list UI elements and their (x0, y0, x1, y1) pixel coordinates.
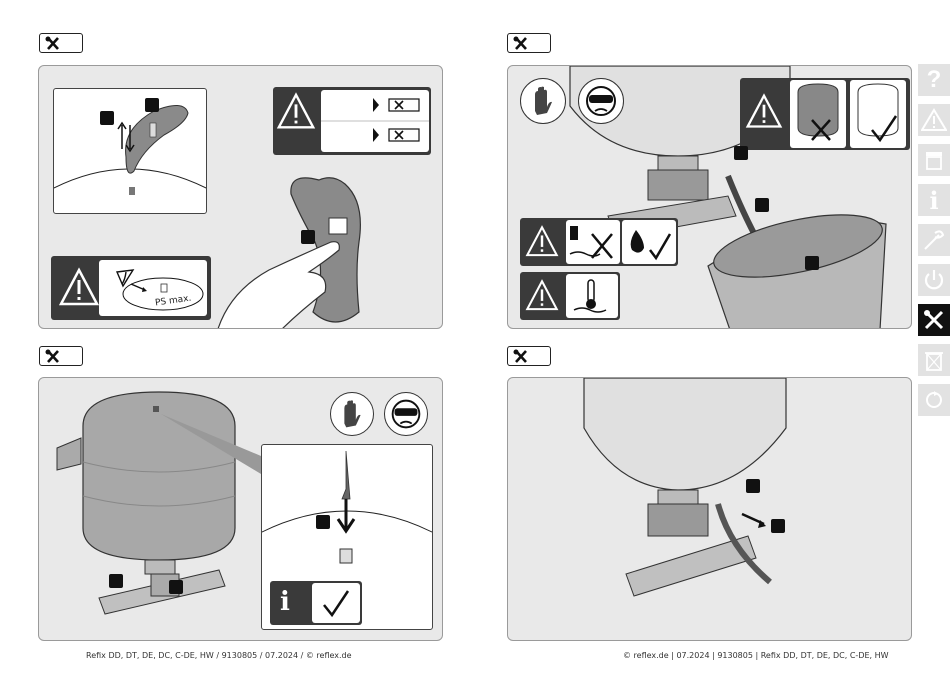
wrench-icon (922, 308, 946, 332)
recycle-icon (922, 388, 946, 412)
arrow-down-icon (338, 499, 354, 531)
side-tab-power[interactable] (918, 264, 950, 296)
gloves-icon (330, 392, 374, 436)
safety-goggles-icon (384, 392, 428, 436)
ps-max-illustration (99, 260, 207, 316)
check-icon (650, 234, 670, 258)
hose-disconnect-illustration (508, 378, 912, 641)
callout-3 (169, 580, 183, 594)
collect-water-correct (622, 220, 676, 264)
footer-right: © reflex.de | 07.2024 | 9130805 | Refix … (623, 651, 889, 660)
install-icon (921, 227, 947, 253)
side-tab-warning[interactable] (918, 104, 950, 136)
detail-valve-cap-removal: i (261, 444, 433, 630)
warning-icon (524, 278, 560, 314)
wrench-icon (512, 36, 548, 52)
maintenance-tag-bottom-right (507, 346, 551, 366)
callout-3 (301, 230, 315, 244)
question-icon: ? (927, 66, 942, 94)
warning-icon (275, 91, 317, 133)
panel-pressure-check: PS max. (38, 65, 443, 329)
wrench-icon (44, 36, 80, 52)
warning-icon (57, 266, 101, 310)
hand-with-gauge-illustration (209, 162, 443, 329)
maintenance-tag-top-left (39, 33, 83, 53)
callout-1 (316, 515, 330, 529)
warning-icon (524, 224, 560, 260)
arrow-right-icon (373, 128, 379, 142)
callout-1 (734, 146, 748, 160)
cross-icon (592, 234, 612, 258)
callout-3 (805, 256, 819, 270)
info-icon: i (929, 186, 938, 215)
power-icon (922, 268, 946, 292)
callout-1 (100, 111, 114, 125)
check-icon (324, 591, 348, 615)
callout-1 (746, 479, 760, 493)
warning-box-vessel-empty (740, 78, 910, 150)
panel-hose-disconnect (507, 377, 912, 641)
gauge-illustration (54, 89, 206, 213)
vessel-empty-correct (850, 80, 906, 148)
side-tab-install[interactable] (918, 224, 950, 256)
side-tab-disposal[interactable] (918, 344, 950, 376)
safety-goggles-icon (578, 78, 624, 124)
maintenance-tag-top-right (507, 33, 551, 53)
callout-2 (109, 574, 123, 588)
warning-icon (921, 108, 947, 132)
side-tab-vessel[interactable] (918, 144, 950, 176)
info-icon: i (280, 587, 290, 617)
warning-icon (744, 92, 784, 132)
warning-box-instructions (273, 87, 431, 155)
side-tab-recycle[interactable] (918, 384, 950, 416)
gloves-icon (520, 78, 566, 124)
callout-2 (145, 98, 159, 112)
wrench-icon (44, 349, 80, 365)
hot-water-icon (566, 274, 618, 318)
footer-left: Refix DD, DT, DE, DC, C-DE, HW / 9130805… (86, 651, 352, 660)
callout-2 (755, 198, 769, 212)
callout-2 (771, 519, 785, 533)
arrow-right-icon (373, 98, 379, 112)
panel-valve-cap: i (38, 377, 443, 641)
warning-box-disposal (520, 218, 678, 266)
detail-gauge-on-valve (53, 88, 207, 214)
vessel-icon (922, 148, 946, 172)
side-tab-info[interactable]: i (918, 184, 950, 216)
info-box: i (270, 581, 362, 625)
panel-drain-vessel (507, 65, 912, 329)
warning-box-temperature (520, 272, 620, 320)
drain-to-sewer-wrong (566, 220, 620, 264)
wrench-icon (512, 349, 548, 365)
side-tab-question[interactable]: ? (918, 64, 950, 96)
warning-box-limit: PS max. (51, 256, 211, 320)
vessel-full-wrong (790, 80, 846, 148)
disposal-icon (922, 348, 946, 372)
maintenance-tag-bottom-left (39, 346, 83, 366)
side-tab-maintenance[interactable] (918, 304, 950, 336)
